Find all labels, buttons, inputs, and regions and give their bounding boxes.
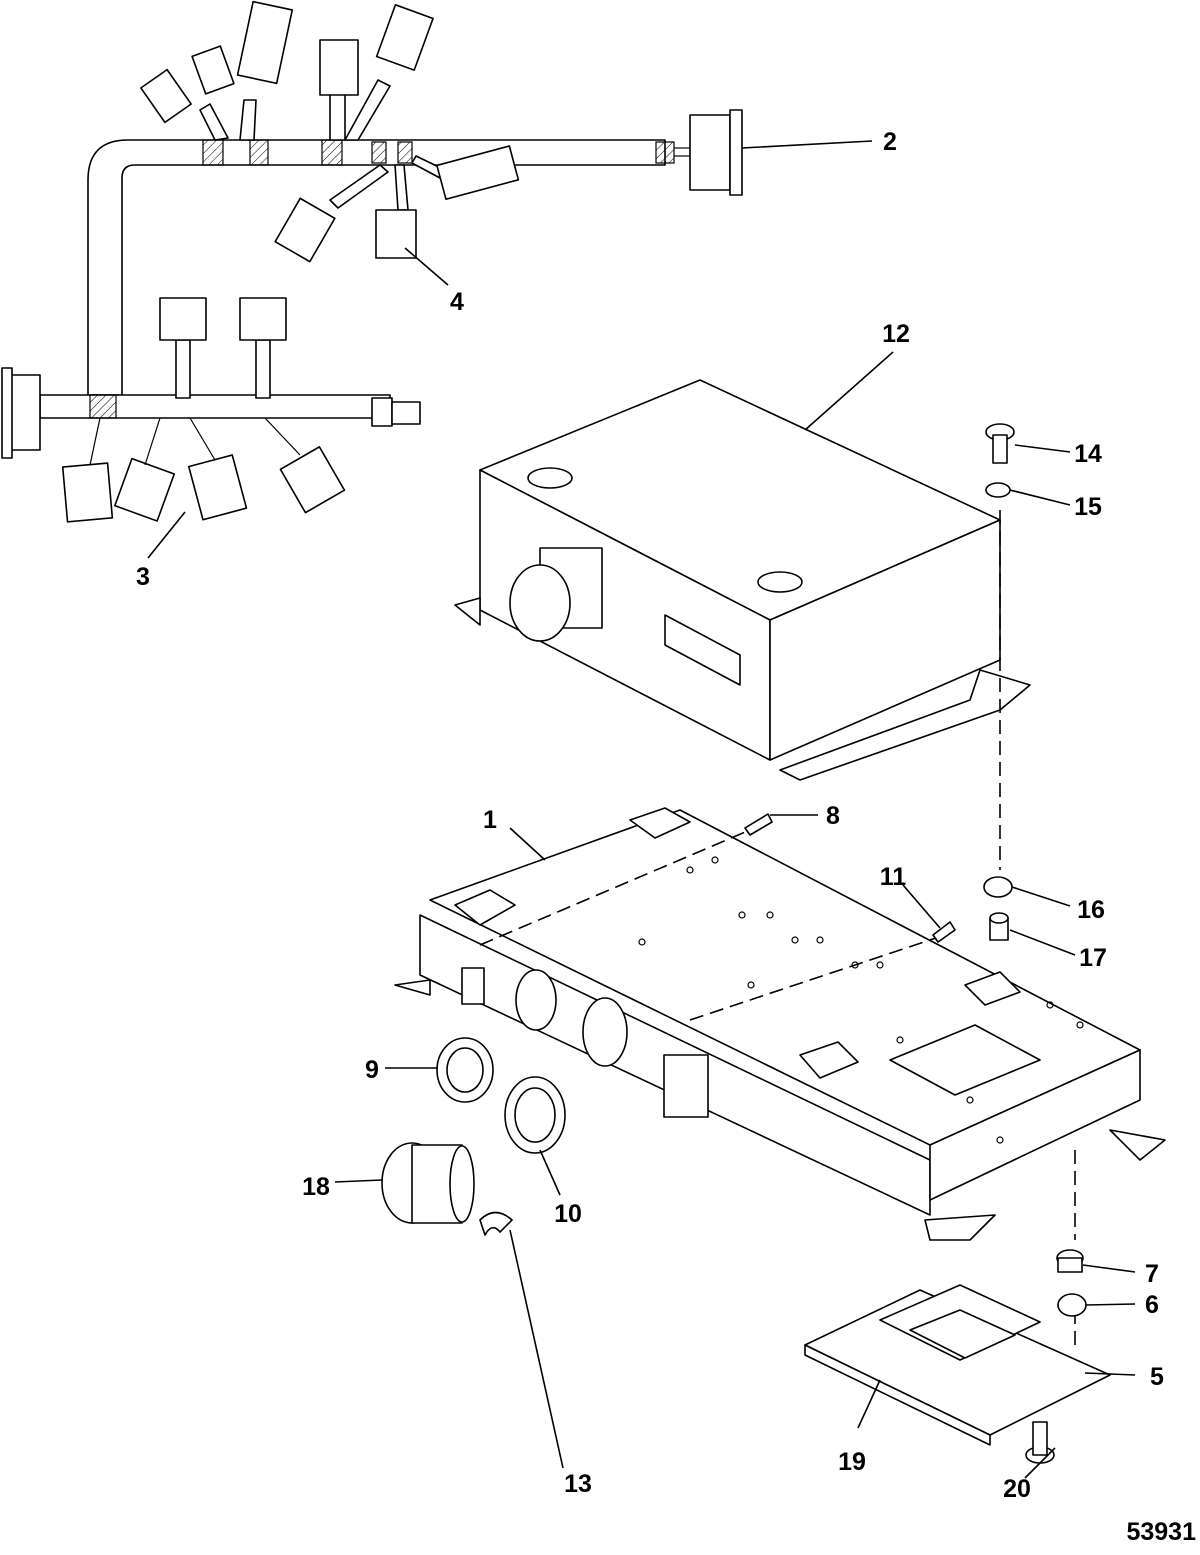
mounting-base-plate xyxy=(394,807,1166,1241)
upper-harness-branches xyxy=(140,0,520,263)
callout-9: 9 xyxy=(365,1056,379,1084)
callout-7: 7 xyxy=(1145,1260,1159,1288)
callout-12: 12 xyxy=(882,320,910,348)
wiring-harness xyxy=(1,0,743,523)
callout-18: 18 xyxy=(302,1173,330,1201)
callout-17: 17 xyxy=(1079,944,1107,972)
callout-11: 11 xyxy=(880,863,907,891)
hardware-parts xyxy=(381,423,1087,1464)
callout-20: 20 xyxy=(1003,1475,1031,1503)
callout-2: 2 xyxy=(883,128,897,156)
callout-19: 19 xyxy=(838,1448,866,1476)
leader-lines xyxy=(147,140,1136,1479)
callout-13: 13 xyxy=(564,1470,592,1498)
callout-14: 14 xyxy=(1074,440,1102,468)
callout-5: 5 xyxy=(1150,1363,1164,1391)
callout-4: 4 xyxy=(450,288,464,316)
callout-16: 16 xyxy=(1077,896,1105,924)
callout-15: 15 xyxy=(1074,493,1102,521)
callout-8: 8 xyxy=(826,802,840,830)
callout-3: 3 xyxy=(136,563,150,591)
ecm-module xyxy=(804,1284,1111,1446)
callout-10: 10 xyxy=(554,1200,582,1228)
callout-1: 1 xyxy=(483,806,497,834)
enclosure-cover xyxy=(454,379,1031,781)
callout-6: 6 xyxy=(1145,1291,1159,1319)
figure-number: 53931 xyxy=(1126,1518,1196,1546)
lower-harness xyxy=(1,297,421,523)
callout-labels: 1 2 3 4 5 6 7 8 9 10 11 12 13 14 15 16 1… xyxy=(136,128,1196,1546)
assembly-lines xyxy=(479,510,1076,1350)
